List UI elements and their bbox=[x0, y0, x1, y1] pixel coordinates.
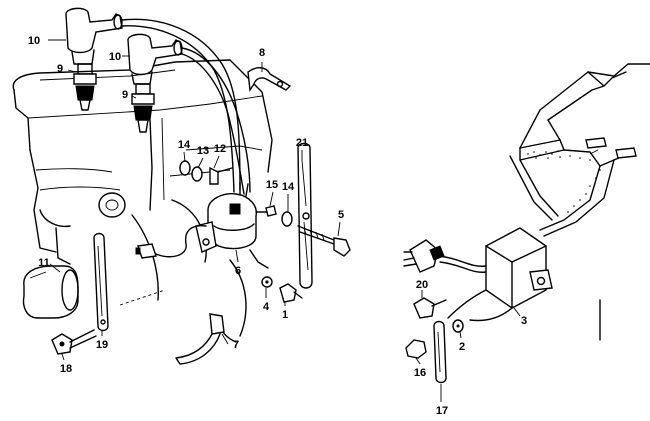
spark-plug-left bbox=[73, 63, 97, 111]
washer-2 bbox=[452, 319, 464, 333]
bolt-18 bbox=[51, 329, 97, 355]
label-5: 5 bbox=[338, 209, 344, 221]
washer-and-bolt-1-4 bbox=[261, 276, 303, 303]
label-10-left: 10 bbox=[28, 35, 40, 47]
mounting-bracket-hardware bbox=[265, 142, 351, 289]
label-9-right: 9 bbox=[122, 89, 128, 101]
cdi-module bbox=[447, 227, 553, 322]
strap-19 bbox=[93, 232, 109, 332]
nut-16 bbox=[405, 339, 427, 359]
spark-plug-cap-left bbox=[65, 7, 123, 65]
strap-17 bbox=[433, 320, 447, 384]
label-18: 18 bbox=[60, 363, 72, 375]
wire-clip bbox=[247, 67, 292, 92]
label-2: 2 bbox=[459, 341, 465, 353]
sleeve-11 bbox=[22, 265, 79, 319]
label-12: 12 bbox=[214, 143, 226, 155]
small-hardware-12-14 bbox=[179, 160, 233, 185]
label-4: 4 bbox=[263, 301, 270, 313]
nut-20 bbox=[413, 297, 447, 319]
ignition-leads bbox=[121, 18, 251, 195]
label-16: 16 bbox=[414, 367, 426, 379]
label-1: 1 bbox=[282, 309, 288, 321]
part-number-labels: 10 10 9 9 8 14 13 12 21 15 14 5 11 6 4 1… bbox=[28, 35, 527, 417]
label-3: 3 bbox=[521, 315, 527, 327]
label-10-right: 10 bbox=[109, 51, 121, 63]
label-21: 21 bbox=[296, 137, 308, 149]
label-20: 20 bbox=[416, 279, 428, 291]
strap-7 bbox=[175, 313, 225, 365]
label-11: 11 bbox=[38, 257, 50, 269]
label-8: 8 bbox=[259, 47, 265, 59]
chassis-frame bbox=[509, 63, 650, 341]
label-19: 19 bbox=[96, 339, 108, 351]
engine-block bbox=[12, 59, 273, 343]
ignition-coil bbox=[135, 181, 269, 269]
label-14-top: 14 bbox=[178, 139, 191, 151]
leader-lines bbox=[48, 39, 521, 402]
cdi-connector bbox=[403, 239, 487, 273]
label-7: 7 bbox=[233, 339, 239, 351]
label-13: 13 bbox=[197, 145, 209, 157]
label-15: 15 bbox=[266, 179, 278, 191]
label-17: 17 bbox=[436, 405, 448, 417]
label-14-mid: 14 bbox=[282, 181, 295, 193]
spark-plug-cap-right bbox=[127, 33, 183, 85]
label-6: 6 bbox=[235, 265, 241, 277]
label-9-left: 9 bbox=[57, 63, 63, 75]
